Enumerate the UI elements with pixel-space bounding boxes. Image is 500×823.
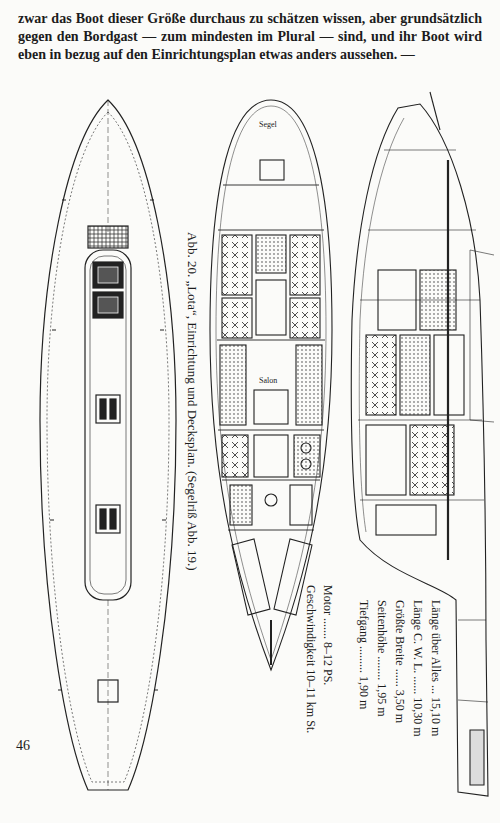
- body-text: zwar das Boot dieser Größe durchaus zu s…: [18, 10, 482, 64]
- room-label: Segel: [258, 120, 278, 129]
- side-elevation: [351, 92, 494, 796]
- engine-spec: Motor ....... 8–12 PS.: [320, 585, 334, 685]
- page-number: 46: [16, 738, 30, 754]
- deck-plan: [40, 100, 176, 790]
- interior-plan: [210, 100, 332, 670]
- figure-caption: Abb. 20. „Lota“, Einrichtung und Deckspl…: [184, 232, 199, 571]
- dimension-spec: Seitenhöhe ........ 1,95 m: [374, 600, 388, 717]
- dimension-spec: Länge C. W. L. ...... 10,30 m: [410, 600, 424, 737]
- dimension-spec: Größte Breite ...... 3,50 m: [392, 600, 406, 723]
- room-label: Salon: [258, 376, 278, 385]
- engine-spec: Geschwindigkeit 10–11 km St.: [303, 585, 317, 733]
- dimension-spec: Länge über Alles ... 15,10 m: [428, 600, 442, 736]
- dimension-spec: Tiefgang ......... 1,90 m: [356, 600, 370, 709]
